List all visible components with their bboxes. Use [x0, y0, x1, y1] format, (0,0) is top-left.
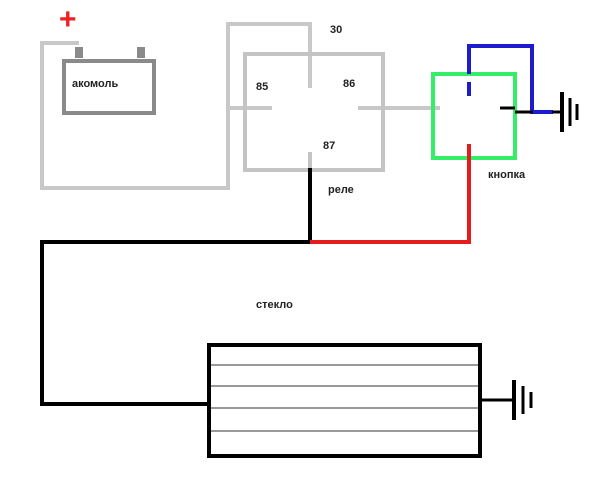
wire-battery-to-pin30 [40, 22, 312, 190]
battery-plus-sign: + [59, 3, 77, 36]
relay-pin-85-label: 85 [256, 81, 268, 93]
relay-body [243, 52, 385, 172]
battery-terminal-minus [137, 47, 145, 58]
wire-red-to-button [310, 158, 471, 244]
button-label: кнопка [488, 169, 526, 181]
ground-icon [552, 92, 579, 132]
push-button: кнопка [431, 72, 526, 181]
relay-pin-87-label: 87 [323, 140, 335, 152]
glass-body [207, 343, 482, 458]
relay-pin-30-label: 30 [330, 24, 342, 36]
battery-body [62, 59, 156, 115]
heated-glass [207, 343, 482, 458]
ground-icon [512, 380, 533, 420]
button-body [431, 72, 517, 160]
wire-pin87-to-glass [40, 168, 312, 406]
relay-label: реле [328, 184, 354, 196]
relay-pin-86-label: 86 [343, 78, 355, 90]
relay: 30 85 86 87 реле [243, 24, 385, 196]
wire-button-to-ground-blue [467, 44, 553, 114]
battery-label: акомоль [72, 78, 118, 90]
battery: + акомоль [59, 3, 156, 115]
glass-label: стекло [256, 299, 293, 311]
battery-terminal-plus [75, 47, 83, 58]
